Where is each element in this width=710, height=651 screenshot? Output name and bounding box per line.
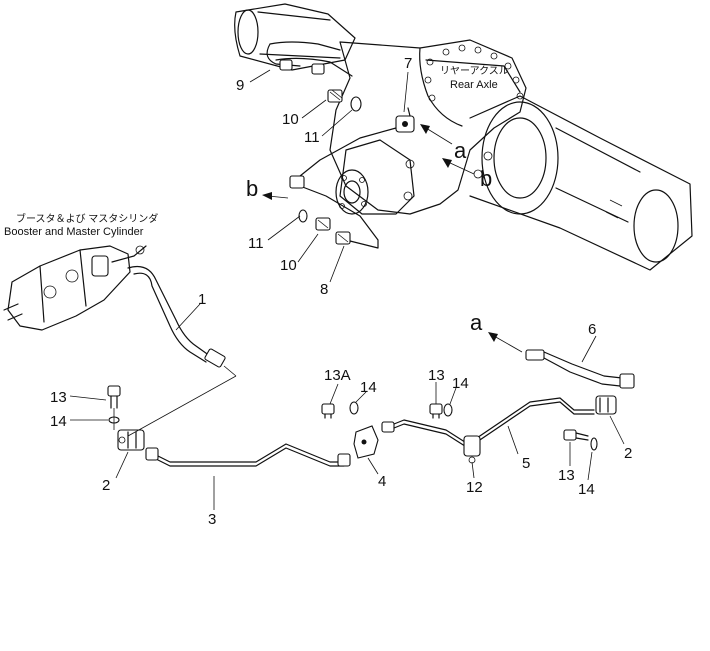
callout-6: 6	[588, 321, 596, 338]
callout-13A: 13A	[324, 367, 351, 384]
axle-brake-tube-8	[289, 127, 397, 249]
callout-13-left: 13	[50, 389, 67, 406]
bolt-13-left	[107, 385, 121, 430]
callout-4: 4	[378, 473, 386, 490]
callout-11-upper: 11	[304, 129, 320, 146]
booster-master-cylinder	[3, 245, 147, 331]
callout-2-right: 2	[624, 445, 632, 462]
leader-lines	[69, 69, 625, 510]
flow-label-a-hose: a	[470, 310, 483, 335]
flow-label-a-axle: a	[454, 138, 467, 163]
brake-tube-5	[393, 397, 595, 449]
part-callouts: 9 10 11 7 11 10 8 1 13 14 2 3 13A 14 4 1…	[50, 55, 632, 528]
callout-7: 7	[404, 55, 412, 72]
housing-bolts	[424, 44, 524, 102]
callout-5: 5	[522, 455, 530, 472]
bolt-13A	[321, 401, 359, 419]
callout-10-lower: 10	[280, 257, 297, 274]
axle-fittings-upper	[327, 89, 362, 112]
brake-hose-1	[127, 265, 237, 377]
junction-block-4	[353, 421, 395, 459]
callout-13-right: 13	[558, 467, 575, 484]
booster-label-jp: ブースタ＆よび マスタシリンダ	[16, 212, 158, 225]
callout-14-mid: 14	[452, 375, 469, 392]
bolt-13-right	[563, 429, 598, 451]
callout-12: 12	[466, 479, 483, 496]
clamp-12	[463, 435, 481, 464]
rear-axle-label-jp: リヤーアクスル	[440, 65, 509, 77]
callout-11-lower: 11	[248, 235, 264, 252]
callout-1: 1	[198, 291, 206, 308]
clamp-2-left	[117, 429, 145, 451]
callout-3: 3	[208, 511, 216, 528]
callout-14-mid-left: 14	[360, 379, 377, 396]
brake-hose-6	[525, 349, 635, 389]
axle-brake-tube-9	[266, 41, 353, 77]
rear-axle-label-en: Rear Axle	[450, 79, 498, 91]
callout-14-left: 14	[50, 413, 67, 430]
callout-9: 9	[236, 77, 244, 94]
component-labels: ブースタ＆よび マスタシリンダ Booster and Master Cylin…	[4, 65, 509, 335]
callout-8: 8	[320, 281, 328, 298]
flow-arrows	[262, 124, 523, 353]
rear-axle-housing	[234, 3, 693, 271]
brake-tube-3	[127, 375, 351, 467]
flow-label-b-left: b	[246, 176, 258, 201]
callout-2-left: 2	[102, 477, 110, 494]
flow-label-b-axle: b	[480, 166, 492, 191]
callout-10-upper: 10	[282, 111, 299, 128]
booster-label-en: Booster and Master Cylinder	[4, 226, 144, 238]
callout-14-right: 14	[578, 481, 595, 498]
bracket-7-part	[395, 107, 415, 133]
clamp-2-right	[595, 395, 617, 415]
callout-13-mid: 13	[428, 367, 445, 384]
